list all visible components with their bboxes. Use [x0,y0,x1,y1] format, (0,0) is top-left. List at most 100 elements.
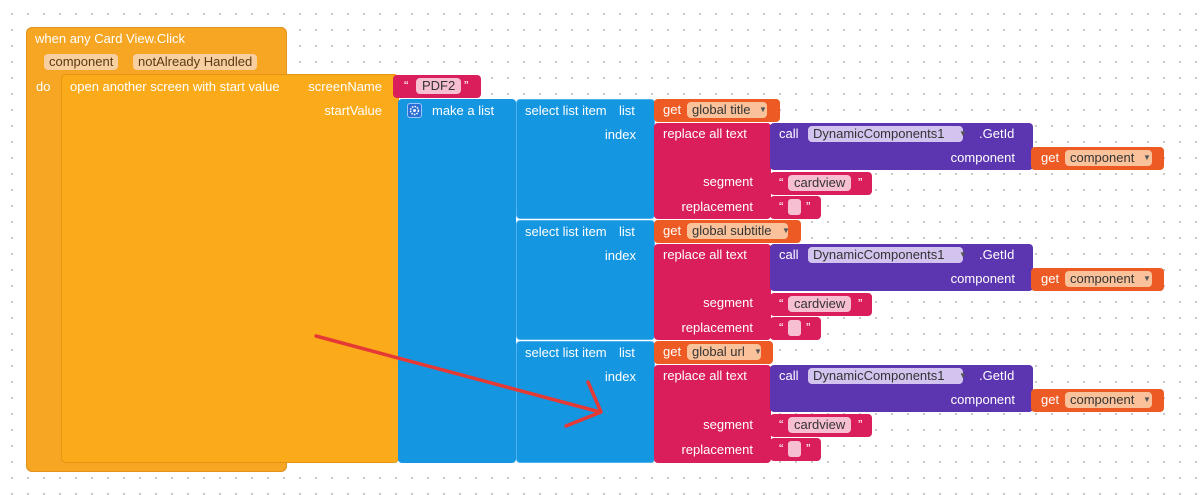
mutator-gear-icon[interactable] [407,103,422,118]
method-label: .GetId [979,368,1015,383]
open-quote-icon: “ [779,199,784,214]
index-label: index [604,369,636,384]
component-name: DynamicComponents1 [813,368,945,383]
method-label: .GetId [979,247,1015,262]
close-quote-icon: ” [806,199,811,214]
start-value-label: startValue [324,103,382,118]
replace-all-text-label: replace all text [663,368,747,383]
component-dropdown[interactable]: DynamicComponents1 [808,368,963,384]
dropdown-arrow-icon: ▼ [754,347,762,356]
get-component-block[interactable]: get component ▼ [1031,147,1164,170]
open-quote-icon: “ [779,320,784,335]
make-a-list-label: make a list [432,103,495,118]
select-list-item-block[interactable]: select list item list index [516,341,655,463]
get-label: get [663,344,682,359]
close-quote-icon: ” [806,441,811,456]
call-getid-block[interactable]: call DynamicComponents1 ▼ .GetId compone… [770,244,1033,291]
open-screen-label: open another screen with start value [70,79,280,94]
variable-dropdown[interactable]: global url [687,344,761,360]
list-label: list [619,224,635,239]
replacement-label: replacement [681,442,753,457]
get-variable-block[interactable]: get global url ▼ [654,341,773,364]
make-a-list-block[interactable]: make a list [398,99,516,463]
component-var: component [1070,392,1135,407]
dropdown-arrow-icon: ▼ [959,250,967,259]
segment-value[interactable]: cardview [788,175,852,191]
open-another-screen-block[interactable]: open another screen with start value scr… [61,74,399,463]
select-list-item-label: select list item [525,103,607,118]
open-quote-icon: “ [779,417,784,432]
call-getid-block[interactable]: call DynamicComponents1 ▼ .GetId compone… [770,365,1033,412]
component-dropdown[interactable]: DynamicComponents1 [808,247,963,263]
select-list-item-block[interactable]: select list item list index [516,99,655,219]
screen-name-label: screenName [308,79,382,94]
component-var-dropdown[interactable]: component [1065,392,1153,408]
get-label: get [1041,271,1060,286]
dropdown-arrow-icon: ▼ [959,129,967,138]
dropdown-arrow-icon: ▼ [1143,274,1151,283]
call-label: call [779,247,799,262]
get-label: get [1041,392,1060,407]
open-quote-icon: “ [779,441,784,456]
select-list-item-block[interactable]: select list item list index [516,220,655,340]
get-component-block[interactable]: get component ▼ [1031,268,1164,291]
component-name: DynamicComponents1 [813,247,945,262]
replacement-string-block[interactable]: “ ” [770,317,821,340]
component-dropdown[interactable]: DynamicComponents1 [808,126,963,142]
replacement-string-block[interactable]: “ ” [770,438,821,461]
screen-name-value[interactable]: PDF2 [416,78,462,94]
call-label: call [779,368,799,383]
dropdown-arrow-icon: ▼ [959,371,967,380]
get-component-block[interactable]: get component ▼ [1031,389,1164,412]
segment-string-block[interactable]: “ cardview ” [770,172,872,195]
segment-value[interactable]: cardview [788,417,852,433]
component-var: component [1070,271,1135,286]
call-getid-block[interactable]: call DynamicComponents1 ▼ .GetId compone… [770,123,1033,170]
index-label: index [604,127,636,142]
replace-all-text-label: replace all text [663,247,747,262]
variable-name: global title [692,102,751,117]
replace-all-text-block[interactable]: replace all text segment replacement [654,123,771,219]
open-quote-icon: “ [779,175,784,190]
variable-dropdown[interactable]: global title [687,102,767,118]
dropdown-arrow-icon: ▼ [759,105,767,114]
segment-string-block[interactable]: “ cardview ” [770,293,872,316]
get-label: get [1041,150,1060,165]
segment-label: segment [703,295,753,310]
replacement-string-block[interactable]: “ ” [770,196,821,219]
component-label: component [950,271,1015,286]
select-list-item-label: select list item [525,345,607,360]
replacement-label: replacement [681,320,753,335]
replacement-value[interactable] [788,199,801,215]
call-label: call [779,126,799,141]
replace-all-text-block[interactable]: replace all text segment replacement [654,365,771,463]
variable-name: global subtitle [692,223,772,238]
dropdown-arrow-icon: ▼ [782,226,790,235]
segment-value[interactable]: cardview [788,296,852,312]
get-variable-block[interactable]: get global title ▼ [654,99,780,122]
get-variable-block[interactable]: get global subtitle ▼ [654,220,801,243]
do-label: do [36,79,51,94]
variable-dropdown[interactable]: global subtitle [687,223,788,239]
select-list-item-label: select list item [525,224,607,239]
replacement-value[interactable] [788,441,801,457]
open-quote-icon: “ [779,296,784,311]
segment-string-block[interactable]: “ cardview ” [770,414,872,437]
component-var-dropdown[interactable]: component [1065,150,1153,166]
replace-all-text-block[interactable]: replace all text segment replacement [654,244,771,340]
segment-label: segment [703,417,753,432]
component-label: component [950,150,1015,165]
component-name: DynamicComponents1 [813,126,945,141]
event-param-not-already-handled[interactable]: notAlready Handled [133,54,258,70]
dropdown-arrow-icon: ▼ [1143,153,1151,162]
close-quote-icon: ” [858,175,863,190]
screen-name-string-block[interactable]: “ PDF2 ” [393,75,481,98]
event-param-component[interactable]: component [44,54,119,70]
component-var-dropdown[interactable]: component [1065,271,1153,287]
replacement-value[interactable] [788,320,801,336]
close-quote-icon: ” [806,320,811,335]
dropdown-arrow-icon: ▼ [1143,395,1151,404]
index-label: index [604,248,636,263]
method-label: .GetId [979,126,1015,141]
open-quote-icon: “ [404,78,409,93]
